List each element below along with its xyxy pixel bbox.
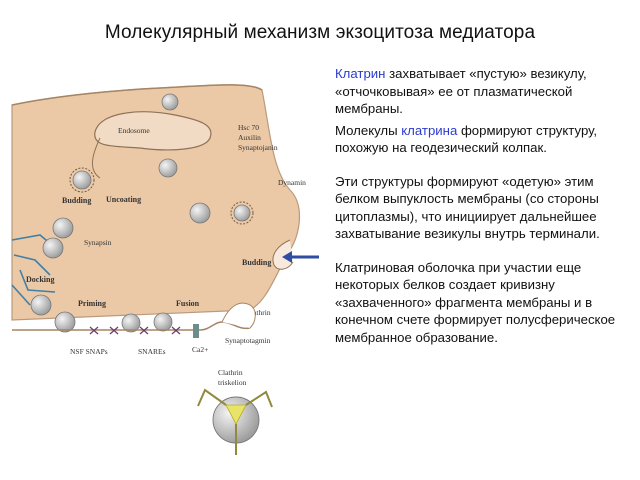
- highlight-clathrin-genitive: клатрина: [401, 122, 458, 138]
- highlight-clathrin: Клатрин: [335, 66, 386, 81]
- exocytosis-diagram-svg: Endosome Hsc 70 Auxilin Synaptojanin Dyn…: [11, 84, 319, 455]
- dynamin-label: Dynamin: [278, 178, 306, 187]
- synapsin-label: Synapsin: [84, 238, 112, 247]
- clathrin-label: Clathrin: [246, 308, 271, 317]
- clathrin-triskelion-illustration: [197, 388, 273, 455]
- terminal-top-membrane: [11, 84, 263, 106]
- nsf-snaps-label: NSF SNAPs: [70, 347, 108, 356]
- calcium-channel: [193, 324, 199, 338]
- active-zone-membrane: [12, 321, 251, 331]
- endosome-label: Endosome: [118, 126, 150, 135]
- endosome-stalk: [92, 137, 101, 179]
- paragraph-3: Эти структуры формируют «одетую» этим бе…: [335, 173, 600, 242]
- synaptotagmin-label: Synaptotagmin: [225, 336, 271, 345]
- snares-label: SNAREs: [138, 347, 166, 356]
- calcium-label: Ca2+: [192, 345, 208, 354]
- right-pointing-arrow-icon: [282, 251, 319, 263]
- fusion-pore: [221, 302, 256, 329]
- auxilin-label: Auxilin: [238, 133, 261, 142]
- paragraph-4: Клатриновая оболочка при участии еще нек…: [335, 259, 616, 345]
- endosome: [94, 111, 212, 151]
- clathrin-coats: [69, 167, 254, 225]
- triskelion-label-line1: Clathrin: [218, 368, 243, 377]
- slide-title: Молекулярный механизм экзоцитоза медиато…: [104, 22, 536, 43]
- budding-right-label: Budding: [242, 258, 271, 267]
- description-text: Клатрин захватывает «пустую» везикулу, «…: [335, 65, 635, 362]
- fusion-label: Fusion: [176, 299, 200, 308]
- budding-top-label: Budding: [62, 196, 91, 205]
- docking-label: Docking: [26, 275, 54, 284]
- snare-complexes: [89, 326, 181, 335]
- triskelion-label-line2: triskelion: [218, 378, 247, 387]
- paragraph-1: Клатрин захватывает «пустую» везикулу, «…: [335, 66, 587, 116]
- uncoating-label: Uncoating: [106, 195, 141, 204]
- vesicles: [30, 93, 251, 333]
- exocytosis-diagram: Endosome Hsc 70 Auxilin Synaptojanin Dyn…: [0, 60, 335, 480]
- budding-pit: [272, 239, 294, 270]
- synaptojanin-label: Synaptojanin: [238, 143, 278, 152]
- priming-label: Priming: [78, 299, 106, 308]
- paragraph-2: Молекулы клатрина формируют структуру, п…: [335, 122, 598, 156]
- hsc70-label: Hsc 70: [238, 123, 259, 132]
